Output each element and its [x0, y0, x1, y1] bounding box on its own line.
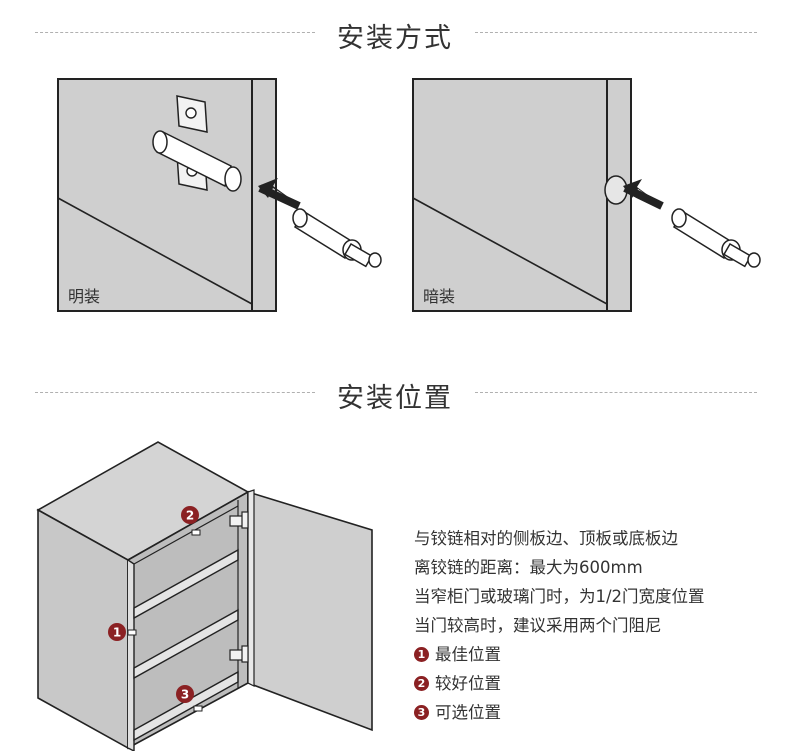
position-number: 3 [181, 688, 189, 702]
hinge-icon [229, 645, 249, 663]
position-marker-2: 2 [181, 506, 199, 524]
section-title-text: 安装位置 [337, 383, 453, 414]
drill-hole-icon [604, 175, 628, 205]
hinge-icon [229, 511, 249, 529]
legend-text: 最佳位置 [435, 645, 501, 664]
note-line: 当门较高时，建议采用两个门阻尼 [414, 616, 662, 635]
divider-left [35, 32, 315, 33]
section-title-installation-position: 安装位置 [0, 372, 790, 414]
section-title-installation-method: 安装方式 [0, 12, 790, 54]
divider-left [35, 392, 315, 393]
legend-item-optional: 3 可选位置 [414, 698, 784, 727]
number-badge-icon: 3 [414, 705, 429, 720]
panel-label-concealed: 暗装 [423, 287, 456, 306]
arrow-icon [623, 179, 660, 204]
panel-label-surface: 明装 [68, 287, 101, 306]
legend-text: 可选位置 [435, 703, 501, 722]
number-badge-icon: 1 [414, 647, 429, 662]
divider-right [475, 32, 757, 33]
legend-item-best: 1 最佳位置 [414, 640, 784, 669]
note-line: 离铰链的距离：最大为600mm [414, 558, 643, 577]
section-title-text: 安装方式 [337, 23, 453, 54]
legend-text: 较好位置 [435, 674, 501, 693]
concealed-mount-diagram [412, 78, 761, 312]
surface-mount-diagram [57, 78, 382, 312]
damper-marker-icon [193, 705, 203, 712]
note-line: 当窄柜门或玻璃门时，为1/2门宽度位置 [414, 587, 705, 606]
cabinet-diagram: 2 1 3 [36, 441, 373, 751]
number-badge-icon: 2 [414, 676, 429, 691]
surface-damper-icon [152, 95, 242, 192]
position-number: 2 [186, 509, 194, 523]
legend-item-good: 2 较好位置 [414, 669, 784, 698]
position-marker-1: 1 [108, 623, 126, 641]
damper-marker-icon [191, 529, 201, 536]
damper-cylinder-icon [292, 208, 382, 268]
position-number: 1 [113, 626, 121, 640]
note-line: 与铰链相对的侧板边、顶板或底板边 [414, 529, 678, 548]
damper-cylinder-icon [671, 208, 761, 268]
damper-marker-icon [127, 629, 137, 636]
position-marker-3: 3 [176, 685, 194, 703]
divider-right [475, 392, 757, 393]
installation-notes: 与铰链相对的侧板边、顶板或底板边 离铰链的距离：最大为600mm 当窄柜门或玻璃… [414, 524, 784, 727]
